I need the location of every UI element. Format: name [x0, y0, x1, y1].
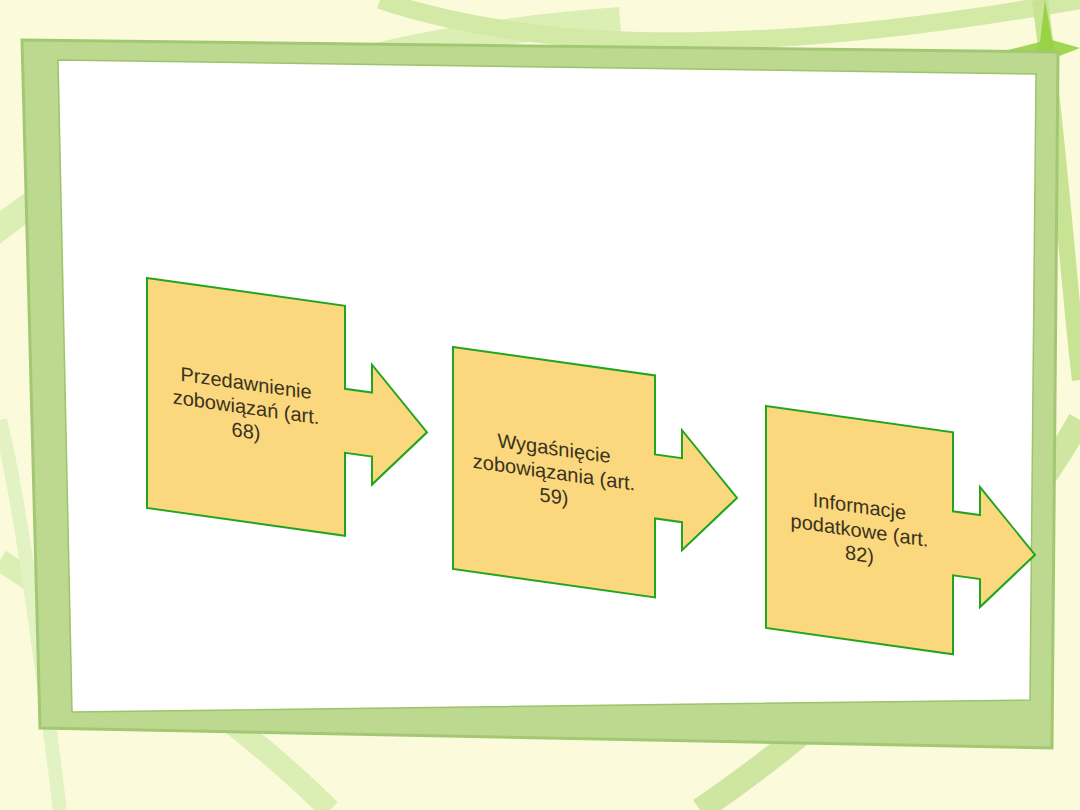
box-body: Informacje podatkowe (art. 82): [766, 406, 953, 654]
frame-inner: [58, 60, 1036, 712]
box-label: Przedawnienie zobowiązań (art. 68): [165, 360, 327, 455]
box-label: Informacje podatkowe (art. 82): [784, 484, 935, 577]
arrow-outline: [147, 278, 427, 547]
box-body: Wygaśnięcie zobowiązania (art. 59): [453, 347, 655, 597]
arrow-box: Przedawnienie zobowiązań (art. 68): [147, 278, 435, 548]
box-body: Przedawnienie zobowiązań (art. 68): [147, 278, 345, 536]
arrow-box: Wygaśnięcie zobowiązania (art. 59): [453, 347, 745, 610]
arrow-outline: [453, 347, 737, 609]
frame: [22, 40, 1058, 748]
box-label: Wygaśnięcie zobowiązania (art. 59): [471, 425, 637, 520]
swoosh: [380, 0, 1080, 41]
arrow-outline: [766, 406, 1035, 666]
arrow-box: Informacje podatkowe (art. 82): [766, 406, 1043, 667]
